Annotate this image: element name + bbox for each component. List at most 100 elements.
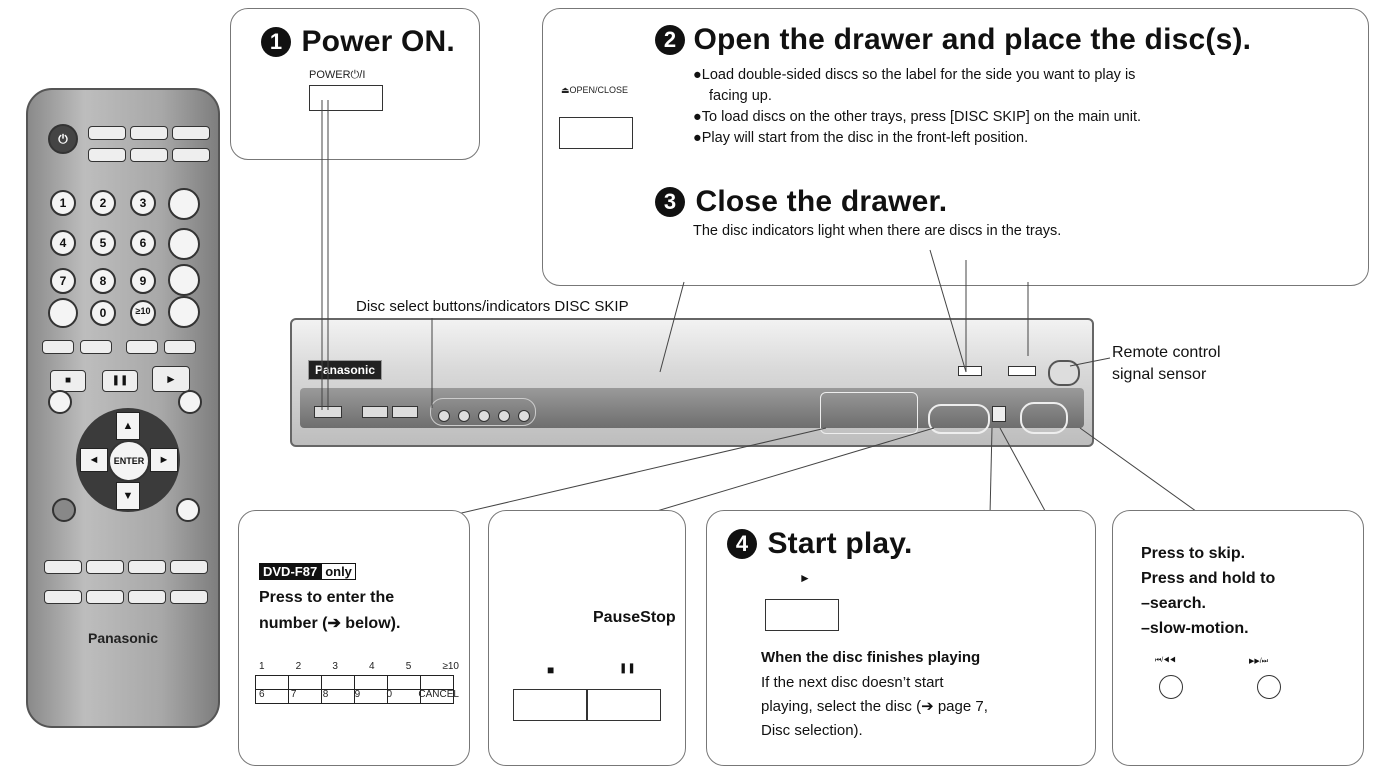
remote-power-button[interactable]: ⏻ — [48, 124, 78, 154]
remote-button[interactable] — [168, 264, 200, 296]
remote-button[interactable] — [170, 590, 208, 604]
remote-button[interactable] — [168, 188, 200, 220]
skip-line: Press and hold to — [1141, 570, 1276, 587]
step2-number-badge: 2 — [655, 25, 685, 55]
disc-indicator-3[interactable] — [478, 410, 490, 422]
only-tag: only — [321, 563, 356, 580]
open-close-button-illustration[interactable] — [559, 117, 633, 149]
remote-cancel-button[interactable] — [48, 298, 78, 328]
remote-button[interactable] — [178, 390, 202, 414]
remote-num-3[interactable]: 3 — [130, 190, 156, 216]
remote-button[interactable] — [86, 590, 124, 604]
pause-button-illustration[interactable] — [587, 689, 661, 721]
step3-title: Close the drawer. — [695, 185, 948, 218]
disc-indicator-2[interactable] — [458, 410, 470, 422]
remote-num-7[interactable]: 7 — [50, 268, 76, 294]
step2-bullet: ●Load double-sided discs so the label fo… — [693, 67, 1136, 83]
remote-left-button[interactable]: ◄ — [80, 448, 108, 472]
remote-control: ⏻ 1 2 3 4 5 6 7 8 9 0 ≥10 ■ ❚❚ ► ▲ ▼ ◄ ►… — [26, 88, 220, 728]
step4-number-badge: 4 — [727, 529, 757, 559]
remote-down-button[interactable]: ▼ — [116, 482, 140, 510]
remote-button[interactable] — [130, 148, 168, 162]
key-label: 6 — [259, 689, 265, 700]
remote-button[interactable] — [86, 560, 124, 574]
remote-skip-forward-button[interactable] — [80, 340, 112, 354]
remote-num-9[interactable]: 9 — [130, 268, 156, 294]
remote-sensor — [1048, 360, 1080, 386]
finish-line: If the next disc doesn’t start — [761, 674, 944, 691]
player-brand-logo: Panasonic — [308, 360, 383, 380]
remote-return-button[interactable] — [176, 498, 200, 522]
remote-button[interactable] — [48, 390, 72, 414]
open-close-button[interactable] — [958, 366, 982, 376]
player-button[interactable] — [392, 406, 418, 418]
disc-indicator-5[interactable] — [518, 410, 530, 422]
remote-num-2[interactable]: 2 — [90, 190, 116, 216]
remote-play-button[interactable]: ► — [152, 366, 190, 392]
keys-bottom-labels: 6 7 8 9 0 CANCEL — [259, 689, 459, 700]
keys-top-labels: 1 2 3 4 5 ≥10 — [259, 661, 459, 672]
remote-num-10[interactable]: ≥10 — [130, 300, 156, 326]
remote-button[interactable] — [172, 148, 210, 162]
skip-buttons-panel[interactable] — [1020, 402, 1068, 434]
remote-num-4[interactable]: 4 — [50, 230, 76, 256]
step2-bullet: ●Play will start from the disc in the fr… — [693, 130, 1029, 146]
remote-num-1[interactable]: 1 — [50, 190, 76, 216]
remote-button[interactable] — [88, 148, 126, 162]
remote-pause-button[interactable]: ❚❚ — [102, 370, 138, 392]
remote-button[interactable] — [128, 590, 166, 604]
remote-button[interactable] — [44, 590, 82, 604]
remote-button[interactable] — [130, 126, 168, 140]
model-tag: DVD-F87 — [259, 563, 322, 580]
skip-text: Press to skip. Press and hold to –search… — [1141, 541, 1275, 641]
remote-button[interactable] — [44, 560, 82, 574]
power-button-label: POWER⏻/I — [309, 69, 366, 81]
step1-title: Power ON. — [301, 25, 455, 58]
remote-open-close-button[interactable] — [172, 126, 210, 140]
step2-instructions: ●Load double-sided discs so the label fo… — [693, 65, 1353, 149]
remote-num-0[interactable]: 0 — [90, 300, 116, 326]
number-keypad-panel[interactable] — [820, 392, 918, 434]
skip-line: –search. — [1141, 595, 1206, 612]
number-key-grid[interactable] — [255, 675, 454, 704]
remote-button[interactable] — [88, 126, 126, 140]
remote-search-back-button[interactable] — [126, 340, 158, 354]
remote-num-8[interactable]: 8 — [90, 268, 116, 294]
pause-stop-label: PauseStop — [593, 609, 676, 626]
disc-indicator-1[interactable] — [438, 410, 450, 422]
step4-title: Start play. — [767, 527, 913, 560]
remote-search-forward-button[interactable] — [164, 340, 196, 354]
remote-button[interactable] — [128, 560, 166, 574]
stop-button-illustration[interactable] — [513, 689, 587, 721]
remote-up-button[interactable]: ▲ — [116, 412, 140, 440]
player-button[interactable] — [362, 406, 388, 418]
key-label: 2 — [295, 661, 302, 672]
key-label: 4 — [369, 661, 375, 672]
remote-button[interactable] — [168, 228, 200, 260]
remote-enter-button[interactable]: ENTER — [108, 440, 150, 482]
key-label: 5 — [405, 661, 412, 672]
step3-number-badge: 3 — [655, 187, 685, 217]
remote-button[interactable] — [168, 296, 200, 328]
power-button-illustration[interactable] — [309, 85, 383, 111]
stop-pause-panel[interactable] — [928, 404, 990, 434]
play-button-illustration[interactable] — [765, 599, 839, 631]
remote-right-button[interactable]: ► — [150, 448, 178, 472]
remote-skip-back-button[interactable] — [42, 340, 74, 354]
skip-callout: Press to skip. Press and hold to –search… — [1112, 510, 1364, 766]
skip-forward-icon: ▶▶/⏭ — [1249, 658, 1269, 665]
remote-stop-button[interactable]: ■ — [50, 370, 86, 392]
disc-skip-button[interactable] — [1008, 366, 1036, 376]
skip-forward-button-illustration[interactable] — [1257, 675, 1281, 699]
step1-number-badge: 1 — [261, 27, 291, 57]
skip-back-button-illustration[interactable] — [1159, 675, 1183, 699]
remote-num-6[interactable]: 6 — [130, 230, 156, 256]
disc-indicator-4[interactable] — [498, 410, 510, 422]
key-label: 9 — [354, 689, 361, 700]
play-button[interactable] — [992, 406, 1006, 422]
skip-line: Press to skip. — [1141, 545, 1246, 562]
remote-num-5[interactable]: 5 — [90, 230, 116, 256]
remote-button[interactable] — [170, 560, 208, 574]
remote-display-button[interactable] — [52, 498, 76, 522]
